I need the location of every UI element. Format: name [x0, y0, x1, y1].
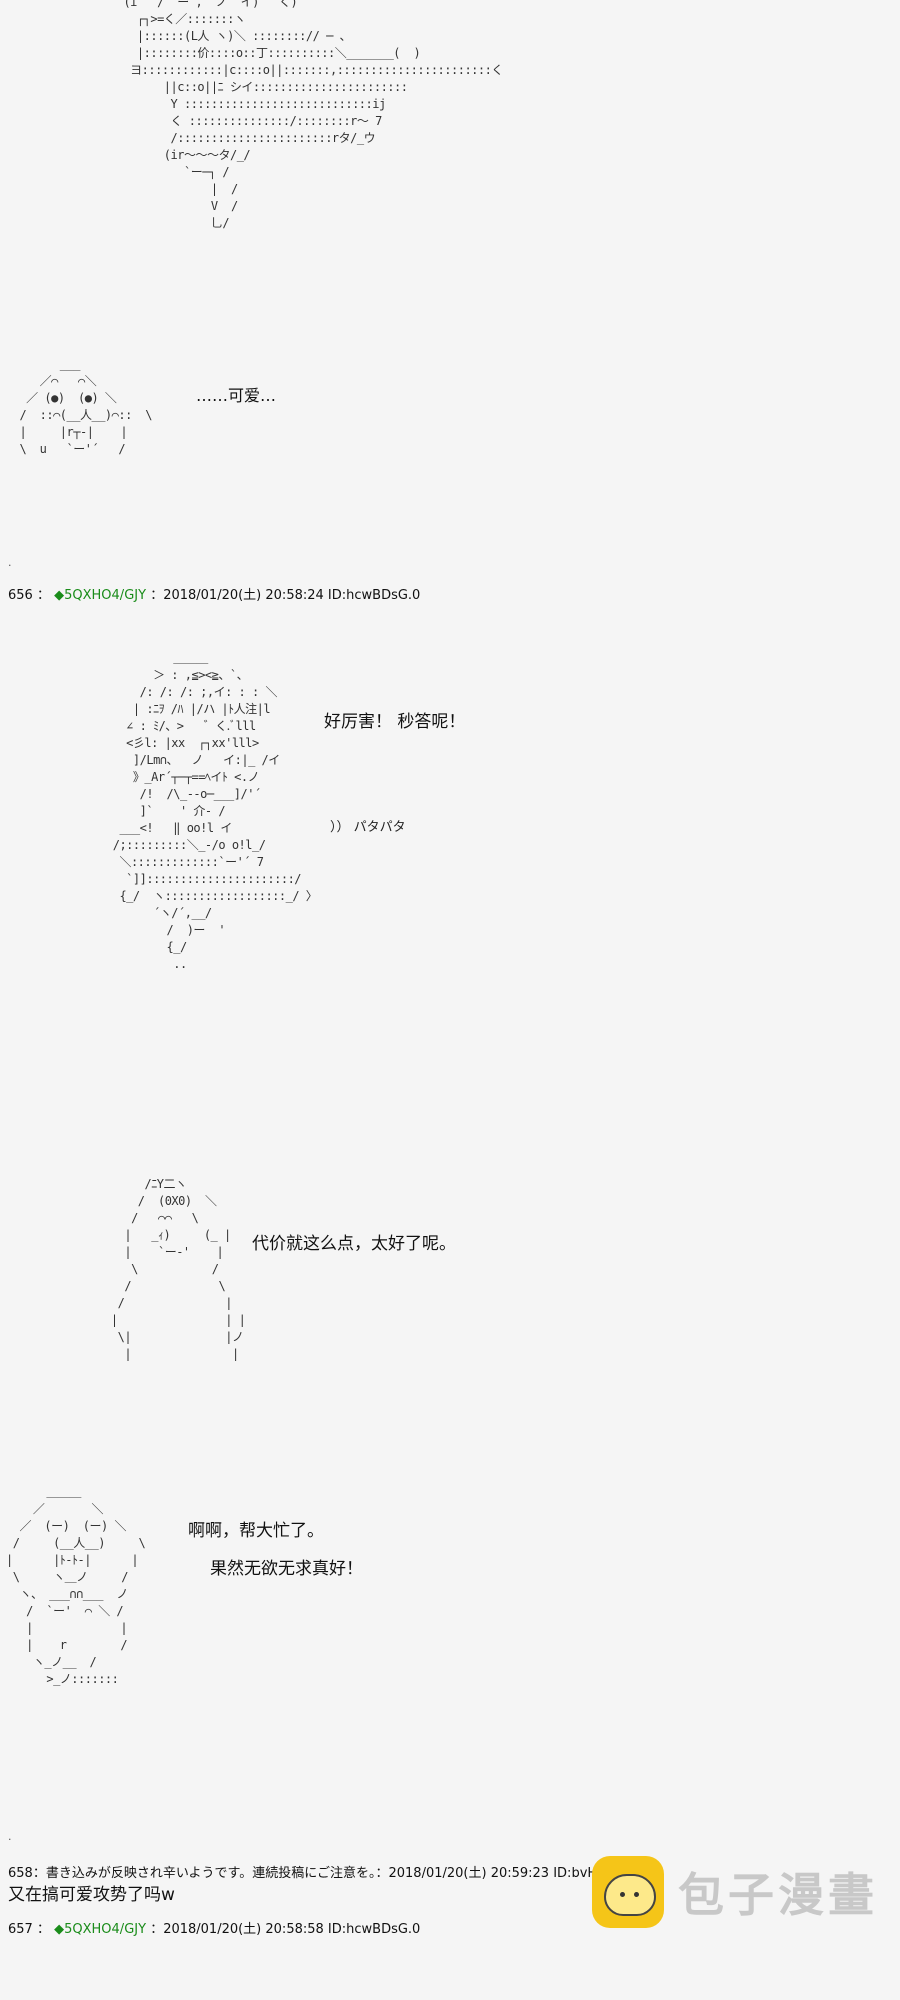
bun-face	[604, 1874, 656, 1916]
post-header-658: 658：書き込みが反映され辛いようです。連続投稿にご注意を。：2018/01/2…	[8, 1866, 637, 1881]
ascii-art-girl-character: ＿＿＿ ＞ : ,≦><≧、`、 /: /: /: ;,イ: : : ＼ | :…	[112, 651, 318, 971]
post-separator: ：	[36, 1922, 50, 1937]
post-number: 656	[8, 588, 33, 603]
watermark: 包子漫畫	[592, 1856, 878, 1928]
post-header-656: 656 ： ◆5QXHO4/GJY ：2018/01/20(土) 20:58:2…	[8, 584, 420, 603]
dialog-help: 啊啊，帮大忙了。	[188, 1521, 324, 1541]
post-meta: ：2018/01/20(土) 20:58:24 ID:hcwBDsG.0	[150, 588, 421, 603]
separator-tick: .	[8, 556, 12, 569]
bun-eye	[620, 1892, 625, 1897]
sound-effect-patapata: ）） パタパタ	[330, 820, 406, 835]
dialog-selfless: 果然无欲无求真好！	[210, 1559, 363, 1579]
ascii-art-top-character: (i / ー , ノ イ) く) ┌┐>=く／:::::::ヽ |::::::(…	[123, 0, 503, 230]
dialog-cute: ……可爱…	[196, 386, 277, 405]
post-meta: ：2018/01/20(土) 20:58:58 ID:hcwBDsG.0	[150, 1922, 421, 1937]
bun-eye	[634, 1892, 639, 1897]
dialog-price: 代价就这么点，太好了呢。	[252, 1234, 456, 1254]
post-number: 657	[8, 1922, 33, 1937]
watermark-text: 包子漫畫	[678, 1868, 878, 1922]
dialog-great: 好厉害！ 秒答呢！	[324, 712, 466, 732]
post-separator: ：	[36, 588, 50, 603]
bun-logo-icon	[592, 1856, 664, 1928]
separator-tick: .	[8, 1830, 12, 1843]
post-trip[interactable]: ◆5QXHO4/GJY	[54, 1922, 147, 1937]
ascii-art-yaruo-face: ___ ／⌒ ⌒＼ ／ (●) (●) ＼ / ::⌒(__人__)⌒:: \ …	[19, 357, 152, 456]
post-body-658: 又在搞可爱攻势了吗w	[8, 1885, 175, 1905]
ascii-art-standing-character: /ﾆY二ヽ / (0X0) ＼ / ⌒⌒ \ | _ｨ) (_ | | `ー‐'…	[110, 1177, 246, 1361]
ascii-art-yaruo-happy: ＿＿＿ ／ ＼ ／ (ー) (ー) ＼ / (__人__) \ | |ﾄ-ﾄ-|…	[6, 1485, 146, 1686]
post-trip[interactable]: ◆5QXHO4/GJY	[54, 588, 147, 603]
post-header-657: 657 ： ◆5QXHO4/GJY ：2018/01/20(土) 20:58:5…	[8, 1918, 420, 1937]
